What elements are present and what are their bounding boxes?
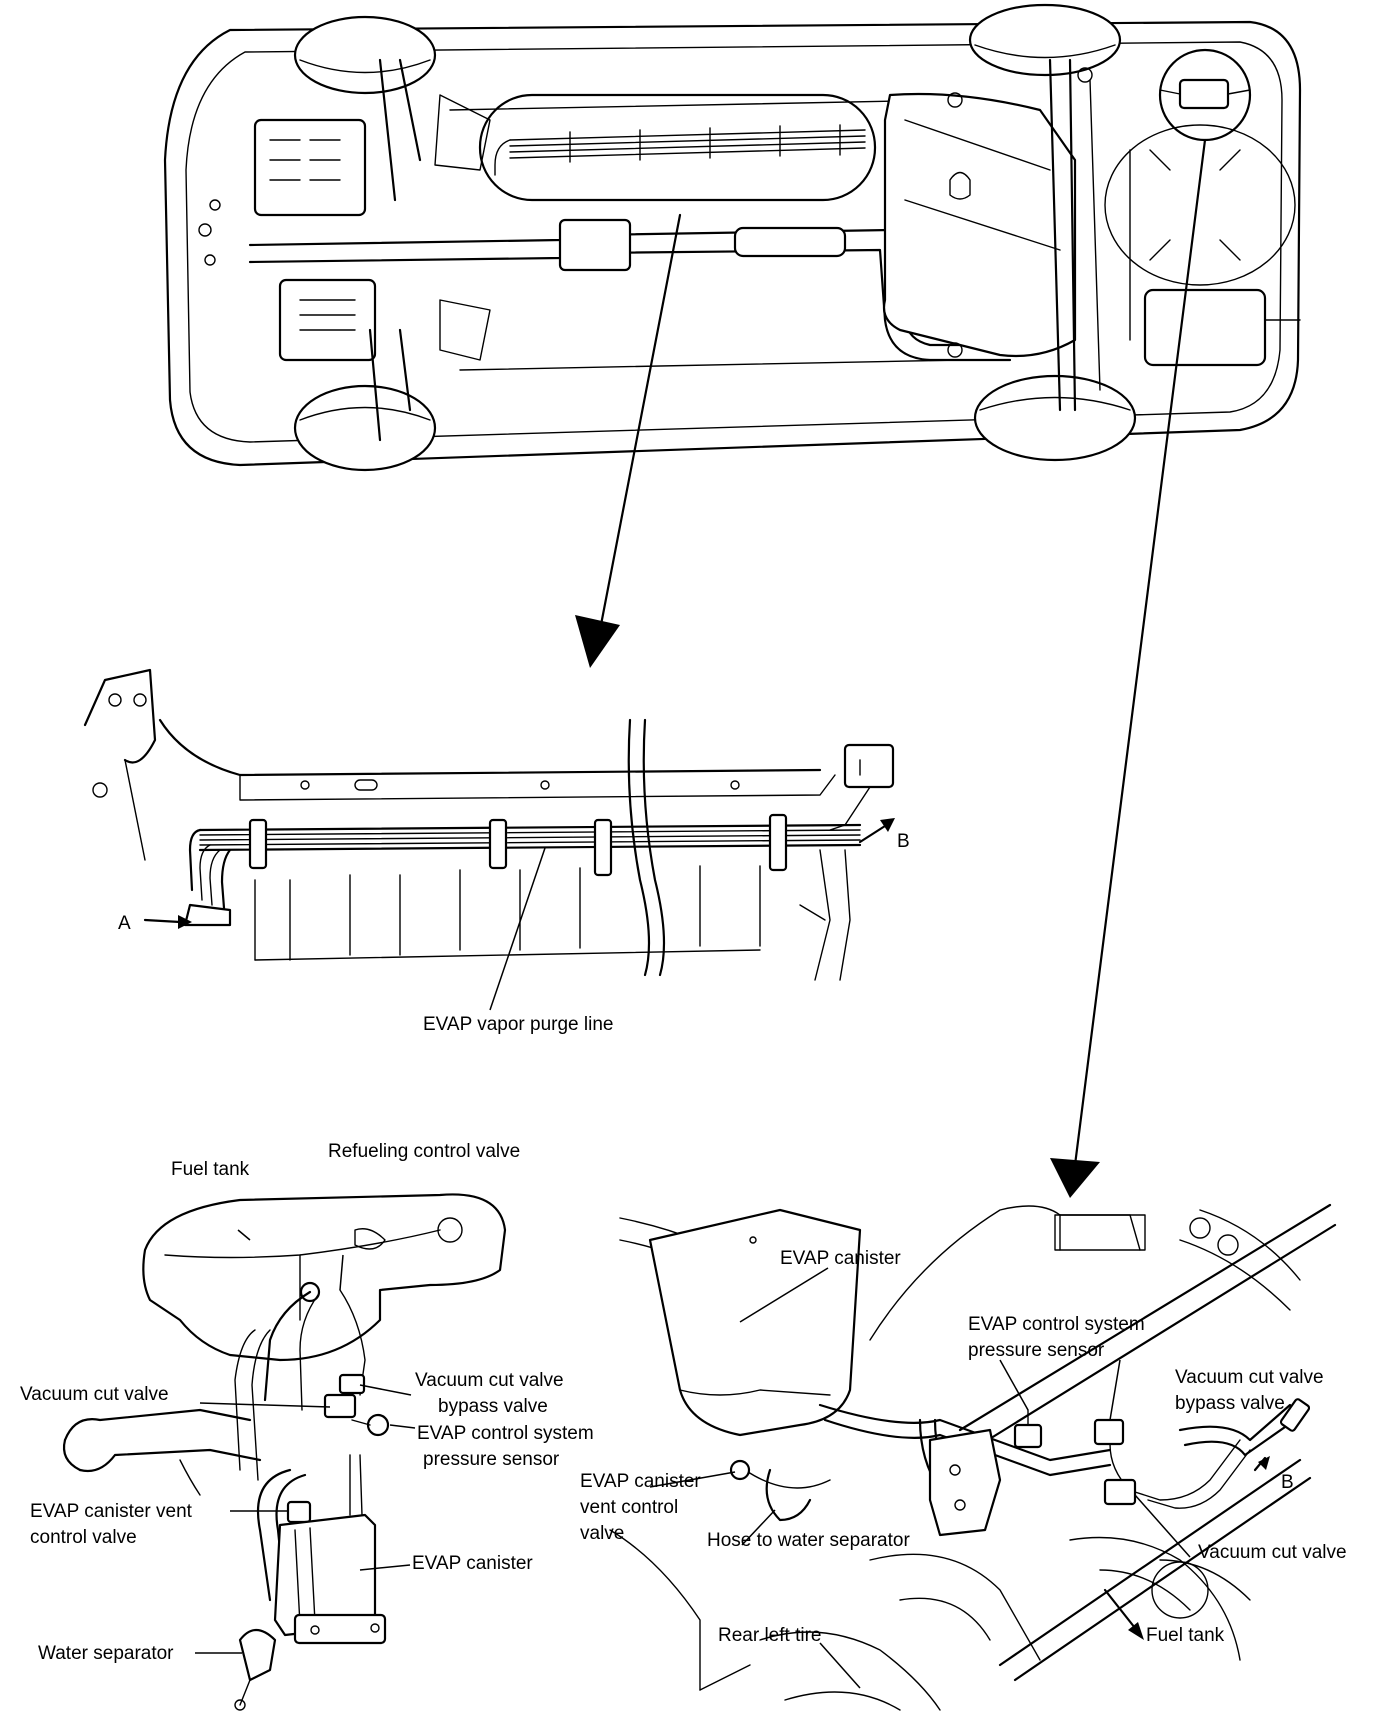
- right-vacuum-cut-valve-bypass-valve-label: Vacuum cut valve bypass valve: [1175, 1367, 1329, 1414]
- detail-arrow-canister-area: [1050, 138, 1207, 1198]
- left-vent-line-1: EVAP canister vent: [30, 1501, 193, 1522]
- right-point-b-label: B: [1281, 1472, 1294, 1493]
- left-evap-canister-vent-control-valve-label: EVAP canister vent control valve: [30, 1501, 197, 1548]
- left-evap-control-system-pressure-sensor-label: EVAP control system pressure sensor: [417, 1423, 599, 1470]
- left-vacuum-cut-valve-label: Vacuum cut valve: [20, 1384, 169, 1405]
- fuel-tank-assembly-detail: [62, 1193, 507, 1711]
- right-bypass-line-2: bypass valve: [1175, 1393, 1285, 1414]
- right-vent-line-1: EVAP canister: [580, 1471, 701, 1492]
- point-a-label: A: [118, 913, 131, 934]
- evap-vapor-purge-line-label: EVAP vapor purge line: [423, 1014, 613, 1035]
- left-pressure-line-1: EVAP control system: [417, 1423, 594, 1444]
- left-evap-canister-label: EVAP canister: [412, 1553, 533, 1574]
- right-evap-canister-label: EVAP canister: [780, 1248, 901, 1269]
- front-left-wheel: [293, 15, 437, 95]
- purge-line-detail: [83, 668, 895, 1011]
- rear-right-wheel: [973, 374, 1137, 462]
- right-pressure-line-1: EVAP control system: [968, 1314, 1145, 1335]
- left-pressure-line-2: pressure sensor: [423, 1449, 560, 1470]
- right-vent-line-3: valve: [580, 1523, 624, 1544]
- right-fuel-tank-label: Fuel tank: [1146, 1625, 1225, 1646]
- canister-area-detail: [609, 1203, 1337, 1711]
- left-vacuum-cut-valve-bypass-valve-label: Vacuum cut valve bypass valve: [415, 1370, 569, 1417]
- right-vacuum-cut-valve-label: Vacuum cut valve: [1198, 1542, 1347, 1563]
- right-hose-to-water-separator-label: Hose to water separator: [707, 1530, 910, 1551]
- right-evap-canister-vent-control-valve-label: EVAP canister vent control valve: [580, 1471, 706, 1544]
- left-refueling-control-valve-label: Refueling control valve: [328, 1141, 520, 1162]
- left-bypass-line-1: Vacuum cut valve: [415, 1370, 564, 1391]
- point-b-label: B: [897, 831, 910, 852]
- right-vent-line-2: vent control: [580, 1497, 678, 1518]
- right-pressure-line-2: pressure sensor: [968, 1340, 1105, 1361]
- detail-arrow-purge-line: [575, 213, 682, 668]
- right-evap-control-system-pressure-sensor-label: EVAP control system pressure sensor: [968, 1314, 1150, 1361]
- left-bypass-line-2: bypass valve: [438, 1396, 548, 1417]
- left-vent-line-2: control valve: [30, 1527, 137, 1548]
- rear-left-wheel: [968, 3, 1122, 77]
- left-water-separator-label: Water separator: [38, 1643, 174, 1664]
- left-fuel-tank-label: Fuel tank: [171, 1159, 250, 1180]
- vehicle-underside-view: [163, 3, 1302, 472]
- right-bypass-line-1: Vacuum cut valve: [1175, 1367, 1324, 1388]
- right-rear-left-tire-label: Rear left tire: [718, 1625, 821, 1646]
- front-right-wheel: [293, 384, 437, 472]
